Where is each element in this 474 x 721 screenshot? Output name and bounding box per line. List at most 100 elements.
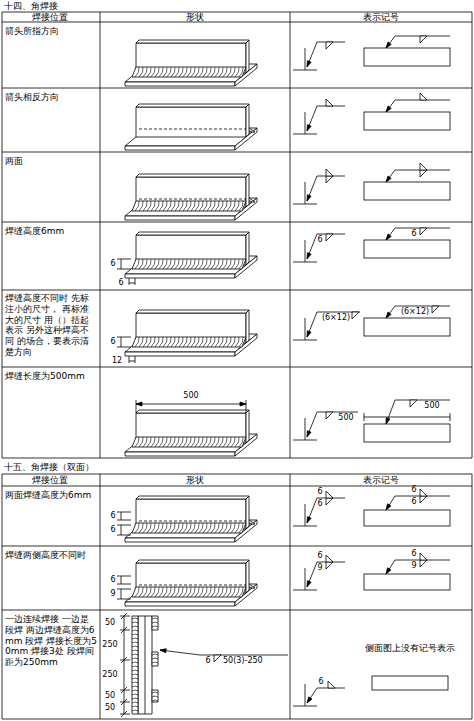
weld-ripple xyxy=(227,523,231,533)
extension-line xyxy=(135,278,136,285)
weld-ripple xyxy=(152,658,158,659)
dimension-text: 250 xyxy=(102,640,117,650)
weld-ripple xyxy=(203,523,207,533)
heading-text: 焊接位置 xyxy=(32,12,68,23)
weld-ripple xyxy=(231,337,235,347)
dimension-tick xyxy=(121,699,127,705)
weld-ripple xyxy=(235,587,239,597)
section-plate xyxy=(305,182,306,204)
hidden-weld-line xyxy=(139,199,246,200)
weld-ripple xyxy=(235,337,239,347)
side-view xyxy=(372,676,448,690)
weld-ripple xyxy=(231,587,235,597)
leader-line xyxy=(307,234,317,259)
dimension-tick xyxy=(121,657,127,663)
weld-ripple xyxy=(215,337,219,347)
weld-ripple xyxy=(132,622,138,623)
weld-ripple xyxy=(235,259,239,269)
base-plate-edge xyxy=(125,274,235,278)
table-rule xyxy=(2,12,3,458)
weld-ripple xyxy=(132,618,138,619)
table-rule xyxy=(290,12,291,458)
weld-ripple xyxy=(211,201,215,211)
weld-ripple xyxy=(195,437,199,447)
weld-ripple xyxy=(139,523,143,533)
heading-text: 焊接位置 xyxy=(32,475,68,486)
plan-view xyxy=(364,424,450,442)
arrow-head xyxy=(307,581,311,587)
dimension-text: 50 xyxy=(105,691,115,701)
front-weld-bead xyxy=(132,587,246,597)
dimension-text: 6 xyxy=(317,551,322,561)
table-cell-text: 箭头所指方向 xyxy=(5,26,97,37)
dimension-line xyxy=(129,361,135,362)
arrow-head xyxy=(307,697,312,703)
weld-ripple xyxy=(152,692,158,693)
extension-line xyxy=(117,520,131,521)
arrow-head xyxy=(307,125,311,131)
weld-ripple xyxy=(132,678,138,679)
weld-ripple xyxy=(223,67,227,77)
base-plate-edge xyxy=(125,216,235,220)
table-cell-text: 两面 xyxy=(5,156,97,167)
weld-ripple xyxy=(132,706,138,707)
web-plate-side xyxy=(246,232,249,265)
dimension-line xyxy=(121,589,122,599)
heading-text: 形状 xyxy=(186,475,204,486)
weld-ripple xyxy=(227,259,231,269)
extension-line xyxy=(120,690,130,691)
weld-ripple xyxy=(147,259,151,269)
arrow-head xyxy=(386,234,391,240)
weld-ripple xyxy=(239,437,243,447)
weld-ripple xyxy=(195,337,199,347)
extension-line xyxy=(117,525,131,526)
arrow-head xyxy=(307,61,311,67)
weld-ripple xyxy=(183,67,187,77)
weld-ripple xyxy=(195,67,199,77)
plan-view xyxy=(364,48,450,66)
reference-line xyxy=(395,400,450,401)
weld-ripple xyxy=(151,523,155,533)
dimension-text: 6 xyxy=(110,575,115,585)
fillet-weld-symbol xyxy=(326,412,333,419)
front-weld-bead xyxy=(132,259,246,269)
fillet-weld-symbol xyxy=(420,489,427,496)
table-cell-text: 焊缝高度6mm xyxy=(5,226,97,237)
weld-ripple xyxy=(171,523,175,533)
weld-ripple xyxy=(179,67,183,77)
front-weld-bead xyxy=(132,67,246,77)
dimension-text: 500 xyxy=(183,391,198,401)
weld-ripple xyxy=(135,437,139,447)
dimension-text: 50 xyxy=(105,618,115,628)
weld-ripple xyxy=(139,437,143,447)
weld-ripple xyxy=(187,437,191,447)
weld-ripple xyxy=(195,587,199,597)
weld-ripple xyxy=(155,523,159,533)
dimension-tick xyxy=(121,711,127,717)
weld-ripple xyxy=(167,67,171,77)
base-plate xyxy=(125,584,257,602)
front-weld-bead xyxy=(132,523,246,533)
heading-text: 表示记号 xyxy=(363,475,399,486)
weld-ripple xyxy=(223,587,227,597)
dimension-text: (6×12) xyxy=(401,307,429,317)
weld-ripple xyxy=(155,201,159,211)
weld-ripple xyxy=(215,67,219,77)
weld-ripple xyxy=(235,201,239,211)
weld-ripple xyxy=(227,337,231,347)
leader-line xyxy=(307,106,317,131)
weld-ripple xyxy=(175,437,179,447)
weld-ripple xyxy=(187,201,191,211)
fillet-weld-symbol xyxy=(432,306,439,313)
leader-line xyxy=(386,36,395,48)
hidden-weld-line xyxy=(139,585,246,586)
weld-ripple xyxy=(187,587,191,597)
extension-line xyxy=(117,512,131,513)
dimension-text: 6 xyxy=(318,677,323,687)
arrow-head xyxy=(386,418,390,424)
fillet-weld-symbol xyxy=(326,176,333,183)
table-rule xyxy=(2,486,472,487)
dimension-text: 6 xyxy=(110,525,115,535)
heading-text: 形状 xyxy=(186,12,204,23)
